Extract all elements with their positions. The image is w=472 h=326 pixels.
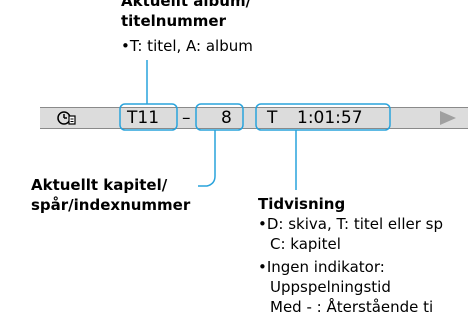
time-callout-bullet1-cont: C: kapitel: [270, 235, 341, 253]
album-callout-note: •T: titel, A: album: [121, 37, 253, 55]
title-number-value: T11: [127, 108, 160, 128]
time-callout-heading: Tidvisning: [258, 195, 346, 213]
time-callout-bullet2: •Ingen indikator:: [258, 258, 385, 276]
display-bar: T11 – 8 T 1:01:57: [40, 107, 468, 129]
clock-display-icon: [52, 108, 82, 128]
time-callout-bullet2-cont2: Med - : Återstående ti: [270, 298, 434, 316]
play-triangle-icon: [436, 108, 466, 128]
chapter-number-value: 8: [221, 108, 232, 128]
time-callout-bullet2-cont: Uppspelningstid: [270, 278, 391, 296]
time-prefix: T: [267, 108, 278, 128]
album-callout-title-line2: titelnummer: [121, 12, 226, 30]
album-callout-title-line1: Aktuellt album/: [121, 0, 252, 10]
time-callout-bullet1: •D: skiva, T: titel eller sp: [258, 215, 443, 233]
chapter-callout-title-line2: spår/indexnummer: [31, 196, 191, 214]
chapter-callout-title-line1: Aktuellt kapitel/: [31, 176, 168, 194]
time-value: 1:01:57: [297, 108, 363, 128]
separator-dash: –: [182, 108, 191, 128]
